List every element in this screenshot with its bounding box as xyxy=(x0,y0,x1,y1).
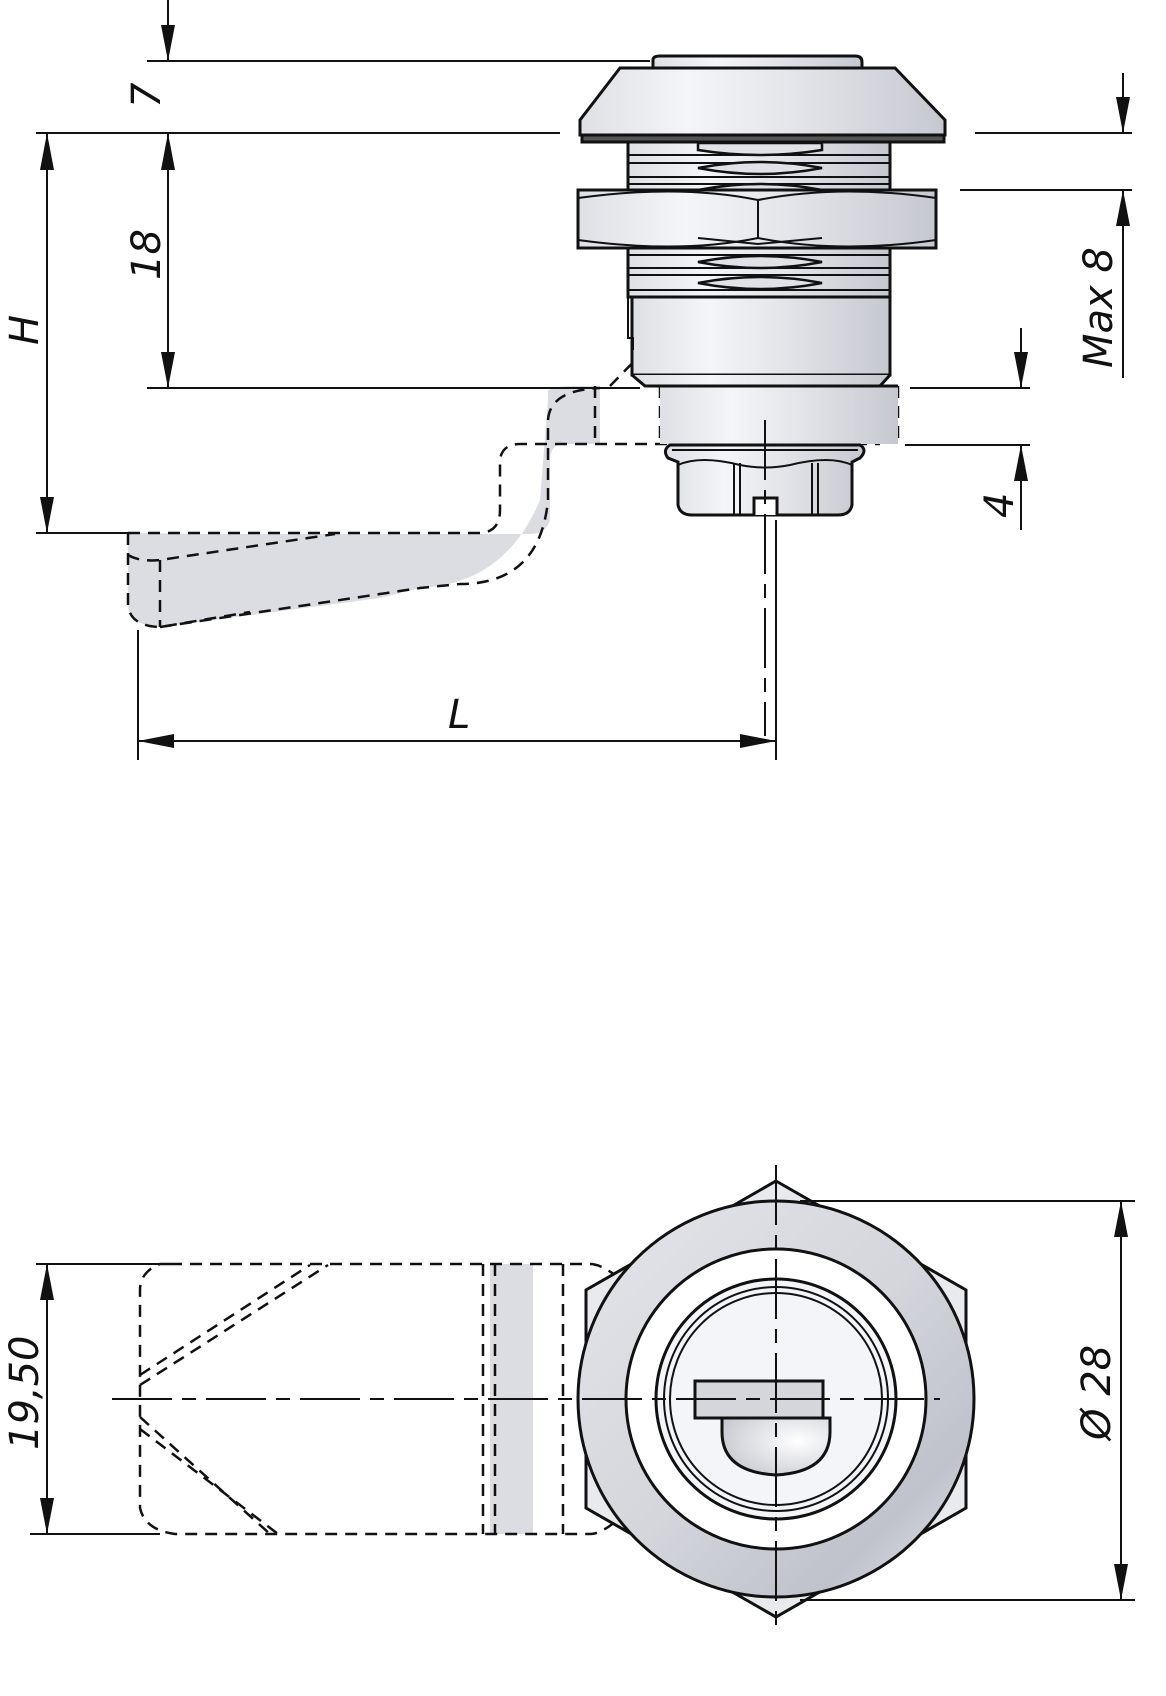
dim-flange-height: 7 18 xyxy=(124,0,175,388)
dim-label-max8: Max 8 xyxy=(1076,247,1122,368)
spigot xyxy=(660,386,898,444)
dim-label-dia-28: Ø 28 xyxy=(1074,1345,1120,1442)
dim-flange-diameter: Ø 28 xyxy=(1074,1201,1128,1600)
front-view: 19,50 Ø 28 xyxy=(2,1165,1135,1635)
dim-label-l: L xyxy=(448,692,470,738)
flange xyxy=(578,54,947,144)
dim-label-7: 7 xyxy=(124,82,170,108)
collar xyxy=(627,295,892,388)
side-view: 7 18 H Max 8 4 xyxy=(2,0,1132,760)
hex-nut xyxy=(576,188,938,250)
dim-cam-width: 19,50 xyxy=(2,1264,54,1534)
dim-label-4: 4 xyxy=(977,493,1023,518)
extension-lines xyxy=(36,60,1132,760)
dim-label-h: H xyxy=(2,315,48,345)
dim-cam-length: L xyxy=(138,692,776,748)
dim-overall-height: H xyxy=(2,133,54,533)
dim-spigot-length: 4 xyxy=(977,328,1028,530)
centerlines-front xyxy=(112,1165,940,1635)
front-extension-lines xyxy=(30,1200,1135,1601)
dim-panel-thickness: Max 8 xyxy=(1076,73,1130,378)
dim-label-19-50: 19,50 xyxy=(2,1335,48,1450)
dim-label-18: 18 xyxy=(124,229,170,280)
